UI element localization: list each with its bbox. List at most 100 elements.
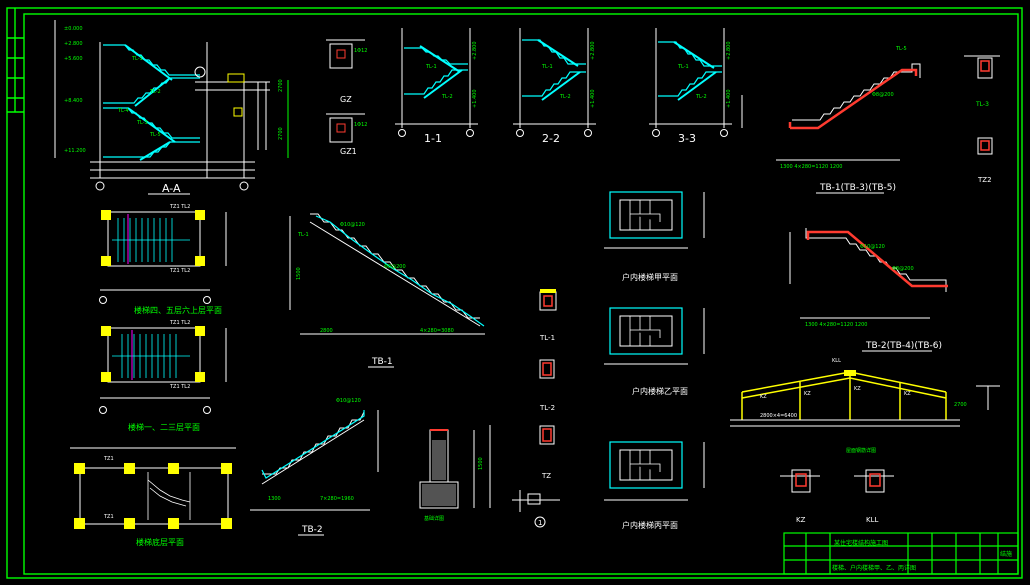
tz-label: TZ (541, 472, 551, 480)
detail-tl3-tz2: TL-3 TZ2 (964, 55, 1000, 184)
detail-1-number: 1 (538, 519, 542, 527)
svg-text:Φ10@120: Φ10@120 (340, 222, 365, 228)
svg-text:1300 4×280=1120 1200: 1300 4×280=1120 1200 (780, 164, 842, 170)
svg-text:1Φ12: 1Φ12 (354, 48, 367, 54)
kll-label: KLL (866, 516, 878, 524)
title-block: 某住宅楼结构施工图 楼梯、户内楼梯甲、乙、丙详图 结施 (783, 532, 1019, 575)
tb2-full-label: TB-2(TB-4)(TB-6) (865, 341, 942, 351)
svg-text:2800×4=6400: 2800×4=6400 (760, 413, 797, 419)
foundation-detail: 基础详图 1500 (419, 425, 491, 522)
svg-text:KZ: KZ (760, 394, 767, 400)
svg-text:+1.400: +1.400 (590, 89, 596, 108)
tl3-label: TL-3 (975, 101, 989, 108)
svg-text:+1.400: +1.400 (726, 89, 732, 108)
section-3-3: TL-1TL-2 +2.800 +1.400 3-3 (649, 28, 732, 145)
svg-text:TZ1 TL2: TZ1 TL2 (169, 268, 190, 274)
svg-text:2700: 2700 (278, 79, 284, 92)
stair-tb2: Φ10@120 1300 7×280=1960 TB-2 (250, 398, 379, 536)
svg-text:TL-4: TL-4 (117, 108, 129, 114)
plan-room-b-label: 户内楼梯乙平面 (632, 386, 688, 396)
plan-top-label: 楼梯四、五层六上层平面 (134, 305, 222, 315)
svg-text:TZ1 TL2: TZ1 TL2 (169, 204, 190, 210)
dim-2700-label: 2700 (954, 402, 967, 408)
section-a-a: TL-1TL-2 TL-3 TL-4 TL-5 ±0.000 +2.800 +5.6… (54, 20, 289, 195)
gz1-label: GZ1 (340, 147, 357, 156)
section-3-3-label: 3-3 (678, 132, 696, 145)
plan-mid-label: 楼梯一、二三层平面 (128, 422, 200, 432)
svg-text:2800: 2800 (320, 328, 333, 334)
svg-text:7×280=1960: 7×280=1960 (320, 496, 354, 502)
gable-frame-kll: KZ KZ KZ KZ 2800×4=6400 KLL 2700 (730, 358, 1000, 427)
svg-text:TL-1: TL-1 (425, 64, 437, 70)
plan-room-a: 户内楼梯甲平面 (604, 191, 705, 282)
svg-text:2700: 2700 (278, 127, 284, 140)
tb1-label: TB-1 (371, 357, 393, 367)
tz2-label: TZ2 (977, 176, 992, 184)
svg-text:+2.800: +2.800 (726, 41, 732, 60)
svg-text:TL-5: TL-5 (149, 132, 161, 138)
detail-kz-kll: 屋面钢筋详图 KZ KLL (780, 447, 894, 524)
svg-text:1Φ12: 1Φ12 (354, 122, 367, 128)
svg-text:1500: 1500 (296, 267, 302, 280)
svg-text:+2.800: +2.800 (472, 41, 478, 60)
svg-text:Φ10@120: Φ10@120 (336, 398, 361, 404)
detail-tl-tz: TL-1 TL-2 TZ (539, 289, 557, 480)
tl1-label: TL-1 (539, 334, 555, 342)
svg-text:1300 4×280=1120 1200: 1300 4×280=1120 1200 (805, 322, 867, 328)
section-1-1: TL-1TL-2+2.800+1.400 1-1 (395, 28, 478, 145)
svg-text:TL-1: TL-1 (297, 232, 309, 238)
svg-text:Φ8@200: Φ8@200 (892, 266, 914, 272)
svg-text:TL-3: TL-3 (136, 120, 148, 126)
svg-text:TZ1 TL2: TZ1 TL2 (169, 320, 190, 326)
svg-text:TL-2: TL-2 (695, 94, 707, 100)
svg-text:1500: 1500 (478, 457, 484, 470)
title-block-project: 某住宅楼结构施工图 (834, 539, 888, 547)
tb2-label: TB-2 (301, 525, 323, 535)
drawing-frame (6, 7, 1023, 579)
svg-text:TL-2: TL-2 (149, 89, 161, 95)
plan-room-c-label: 户内楼梯丙平面 (622, 520, 678, 530)
svg-text:+2.800: +2.800 (590, 41, 596, 60)
kz-label: KZ (796, 516, 806, 524)
detail-1: 1 (512, 490, 560, 528)
gz-label: GZ (340, 95, 352, 104)
plan-room-c: 户内楼梯丙平面 (604, 441, 705, 530)
section-1-1-label: 1-1 (424, 132, 442, 145)
svg-text:TZ1 TL2: TZ1 TL2 (169, 384, 190, 390)
svg-text:TZ1: TZ1 (103, 514, 114, 520)
svg-text:屋面钢筋详图: 屋面钢筋详图 (846, 447, 876, 454)
plan-room-a-label: 户内楼梯甲平面 (622, 272, 678, 282)
svg-text:Φ10@120: Φ10@120 (860, 244, 885, 250)
svg-text:KZ: KZ (854, 386, 861, 392)
section-2-2-label: 2-2 (542, 132, 560, 145)
svg-text:TL-2: TL-2 (559, 94, 571, 100)
plan-room-b: 户内楼梯乙平面 (604, 307, 705, 396)
svg-text:KZ: KZ (904, 391, 911, 397)
svg-text:TL-1: TL-1 (131, 56, 143, 62)
svg-text:+2.800: +2.800 (64, 41, 83, 47)
svg-text:KZ: KZ (804, 391, 811, 397)
svg-text:4×280=3080: 4×280=3080 (420, 328, 454, 334)
svg-text:TZ1: TZ1 (103, 456, 114, 462)
svg-text:TL-1: TL-1 (677, 64, 689, 70)
svg-text:KLL: KLL (832, 358, 841, 364)
title-block-drawing-name: 楼梯、户内楼梯甲、乙、丙详图 (832, 564, 916, 572)
svg-text:+5.600: +5.600 (64, 56, 83, 62)
tl2-label: TL-2 (539, 404, 555, 412)
svg-text:基础详图: 基础详图 (424, 515, 444, 522)
svg-text:1300: 1300 (268, 496, 281, 502)
detail-gz: 1Φ12 1Φ12 GZ GZ1 (326, 39, 367, 156)
svg-text:Φ8@200: Φ8@200 (872, 92, 894, 98)
svg-text:±0.000: ±0.000 (64, 26, 83, 32)
section-a-a-label: A-A (162, 182, 181, 195)
svg-text:+1.400: +1.400 (472, 89, 478, 108)
svg-text:+11.200: +11.200 (64, 148, 86, 154)
svg-text:Φ8@200: Φ8@200 (384, 264, 406, 270)
